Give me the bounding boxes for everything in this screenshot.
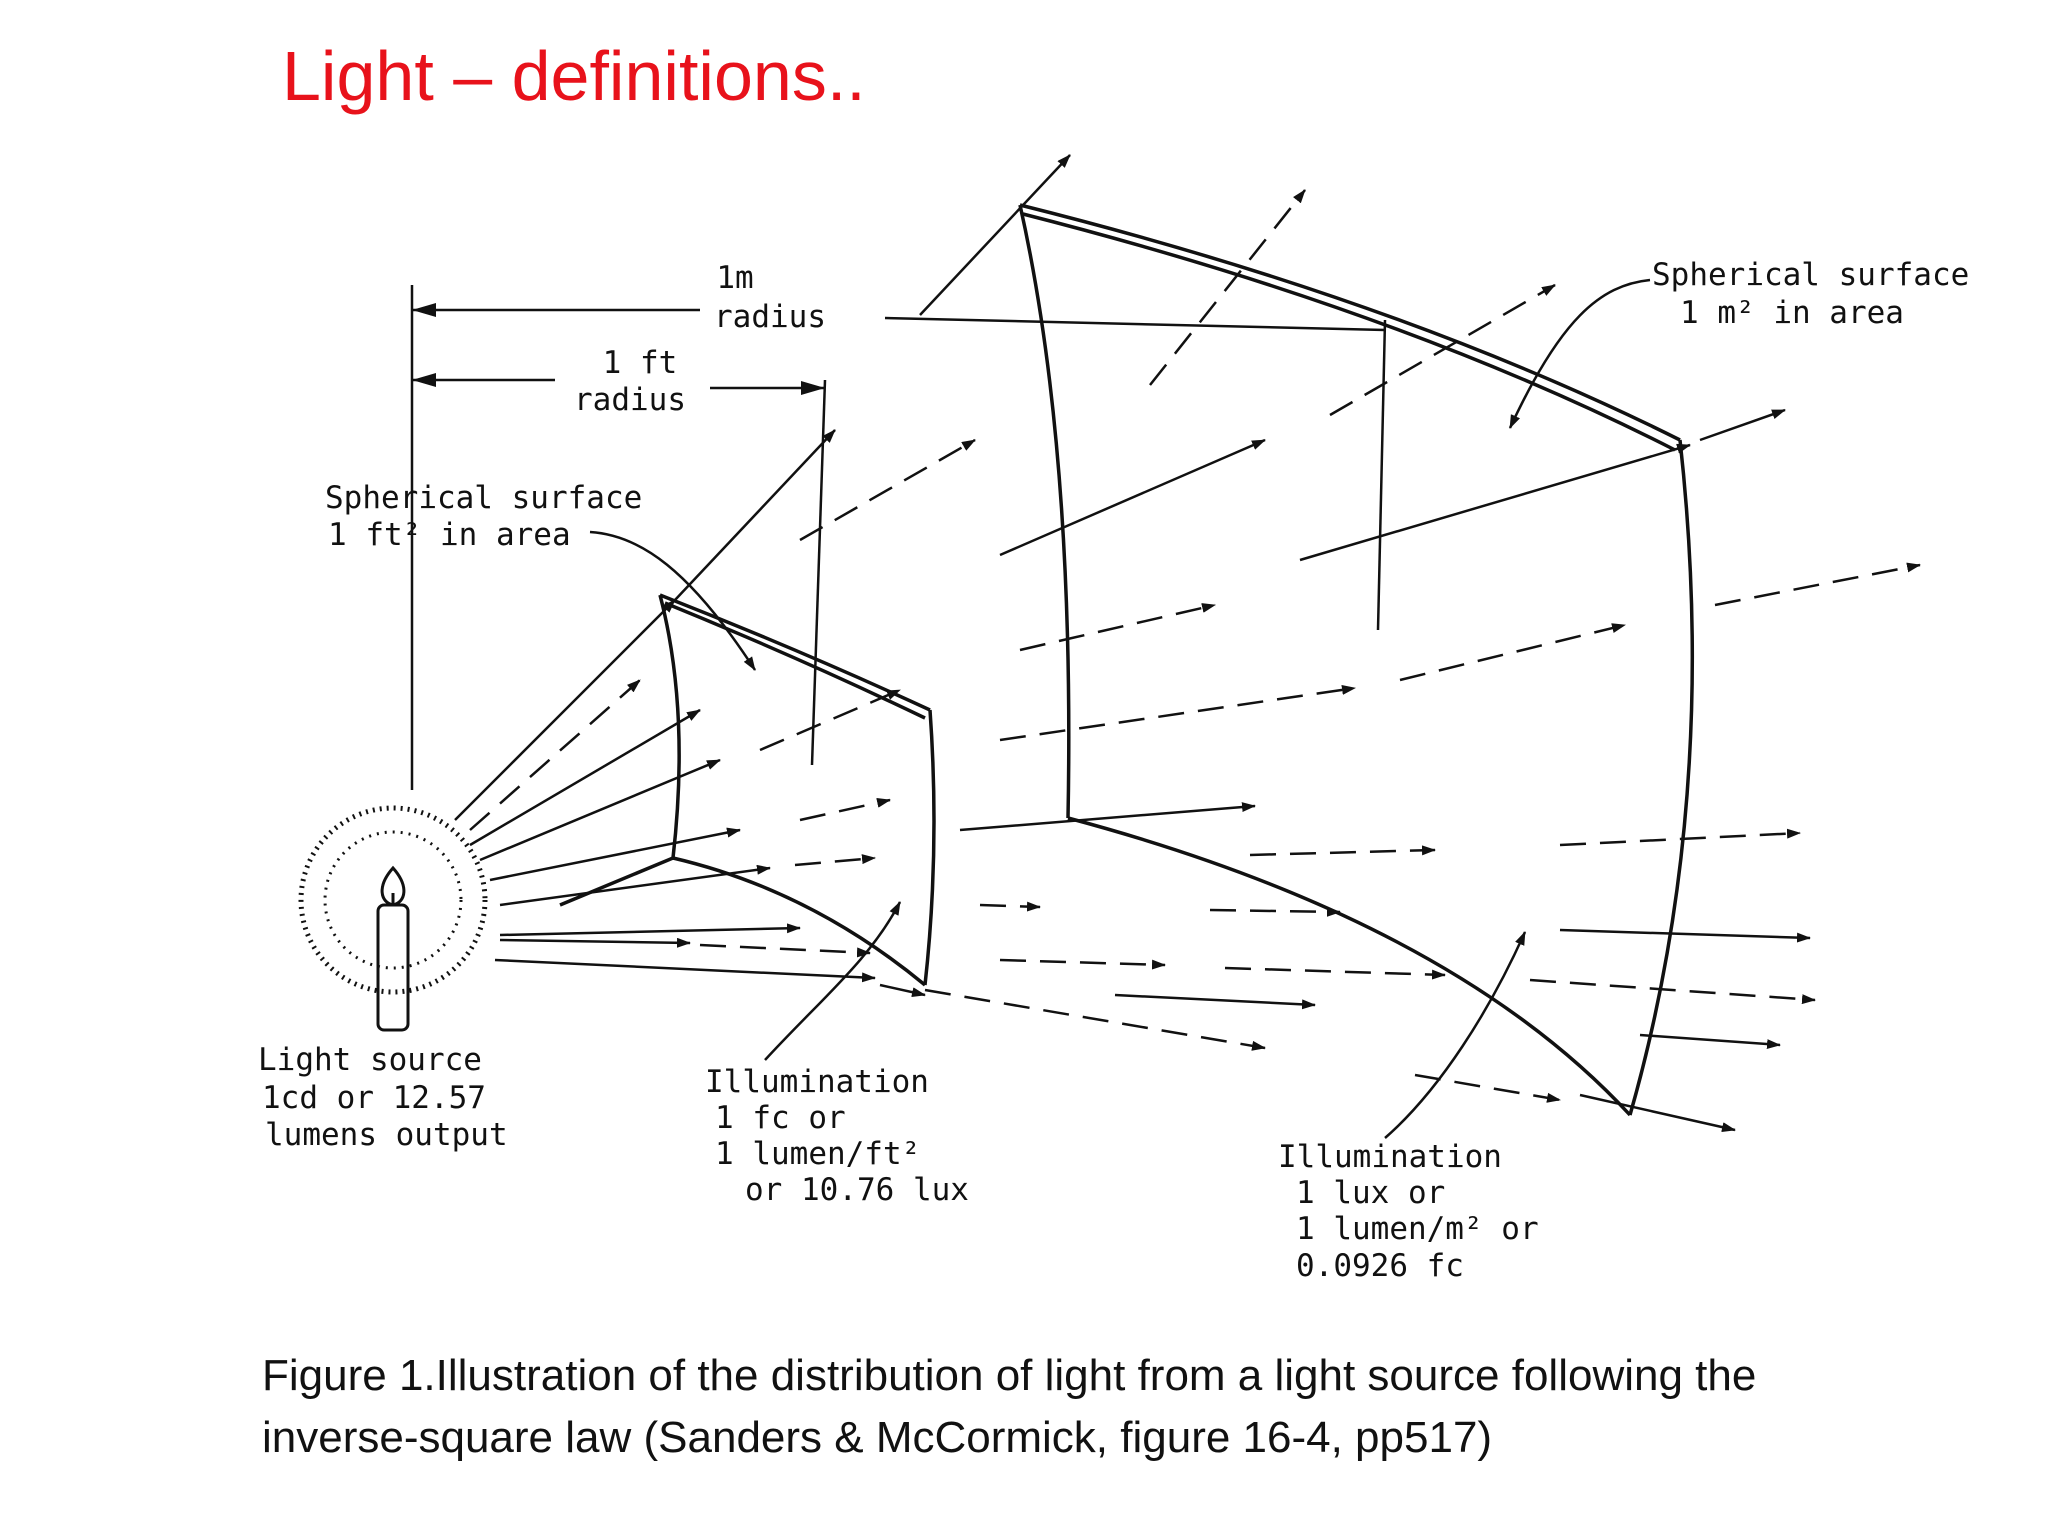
diagram-labels: 1m radius 1 ft radius Spherical surface … (258, 257, 1969, 1284)
label-source-3: lumens output (265, 1117, 508, 1153)
light-rays (454, 154, 1921, 1133)
label-source-2: 1cd or 12.57 (262, 1080, 486, 1116)
label-sphere-ft-2: 1 ft² in area (328, 517, 571, 553)
candle-icon (298, 805, 488, 1032)
dimension-arrowheads (412, 303, 825, 395)
small-spherical-surface (559, 593, 936, 987)
caption-line-1: Figure 1.Illustration of the distributio… (262, 1351, 1757, 1400)
label-1m-radius-1: 1m (716, 260, 753, 296)
label-illum-ft-1: Illumination (705, 1064, 929, 1100)
label-illum-ft-4: or 10.76 lux (745, 1172, 969, 1208)
label-sphere-m-1: Spherical surface (1652, 257, 1969, 293)
label-illum-m-2: 1 lux or (1296, 1175, 1445, 1211)
label-illum-ft-3: 1 lumen/ft² (715, 1136, 920, 1172)
label-sphere-ft-1: Spherical surface (325, 480, 642, 516)
label-1m-radius-2: radius (714, 299, 826, 335)
label-illum-m-1: Illumination (1278, 1139, 1502, 1175)
label-illum-m-4: 0.0926 fc (1296, 1248, 1464, 1284)
label-illum-m-3: 1 lumen/m² or (1296, 1211, 1539, 1247)
leader-lines (589, 278, 1651, 1139)
figure-caption: Figure 1.Illustration of the distributio… (262, 1345, 1962, 1469)
slide-title: Light – definitions.. (282, 37, 866, 115)
label-sphere-m-2: 1 m² in area (1680, 295, 1904, 331)
dimension-lines (410, 285, 1387, 790)
label-1ft-radius-2: radius (574, 382, 686, 418)
caption-line-2: inverse-square law (Sanders & McCormick,… (262, 1413, 1493, 1462)
label-illum-ft-2: 1 fc or (715, 1100, 846, 1136)
large-spherical-surface (1018, 203, 1695, 1117)
label-1ft-radius-1: 1 ft (603, 345, 678, 381)
label-source-1: Light source (258, 1042, 482, 1078)
